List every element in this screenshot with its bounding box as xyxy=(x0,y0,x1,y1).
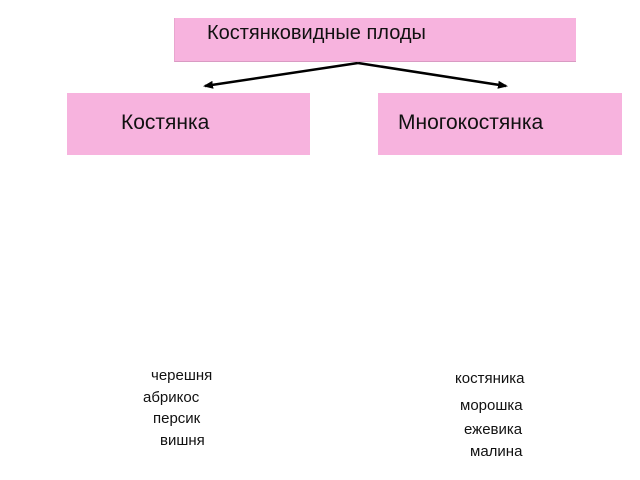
arrow-to-kostyanka xyxy=(203,61,359,89)
arrow-to-mnogokostyanka xyxy=(357,61,508,89)
example-item: персик xyxy=(153,410,201,427)
branch-box-kostyanka: Костянка xyxy=(67,93,310,155)
example-item: вишня xyxy=(160,432,205,449)
example-item: морошка xyxy=(460,397,523,414)
root-box: Костянковидные плоды xyxy=(174,18,576,62)
example-item: ежевика xyxy=(464,421,523,438)
branch-label-kostyanka: Костянка xyxy=(121,111,210,134)
example-item: костяника xyxy=(455,370,525,387)
branch-box-mnogokostyanka: Многокостянка xyxy=(378,93,622,155)
example-item: малина xyxy=(470,443,523,460)
example-item: черешня xyxy=(151,367,213,384)
branch-label-mnogokostyanka: Многокостянка xyxy=(398,111,544,134)
example-item: абрикос xyxy=(143,389,200,406)
root-label: Костянковидные плоды xyxy=(207,22,426,44)
